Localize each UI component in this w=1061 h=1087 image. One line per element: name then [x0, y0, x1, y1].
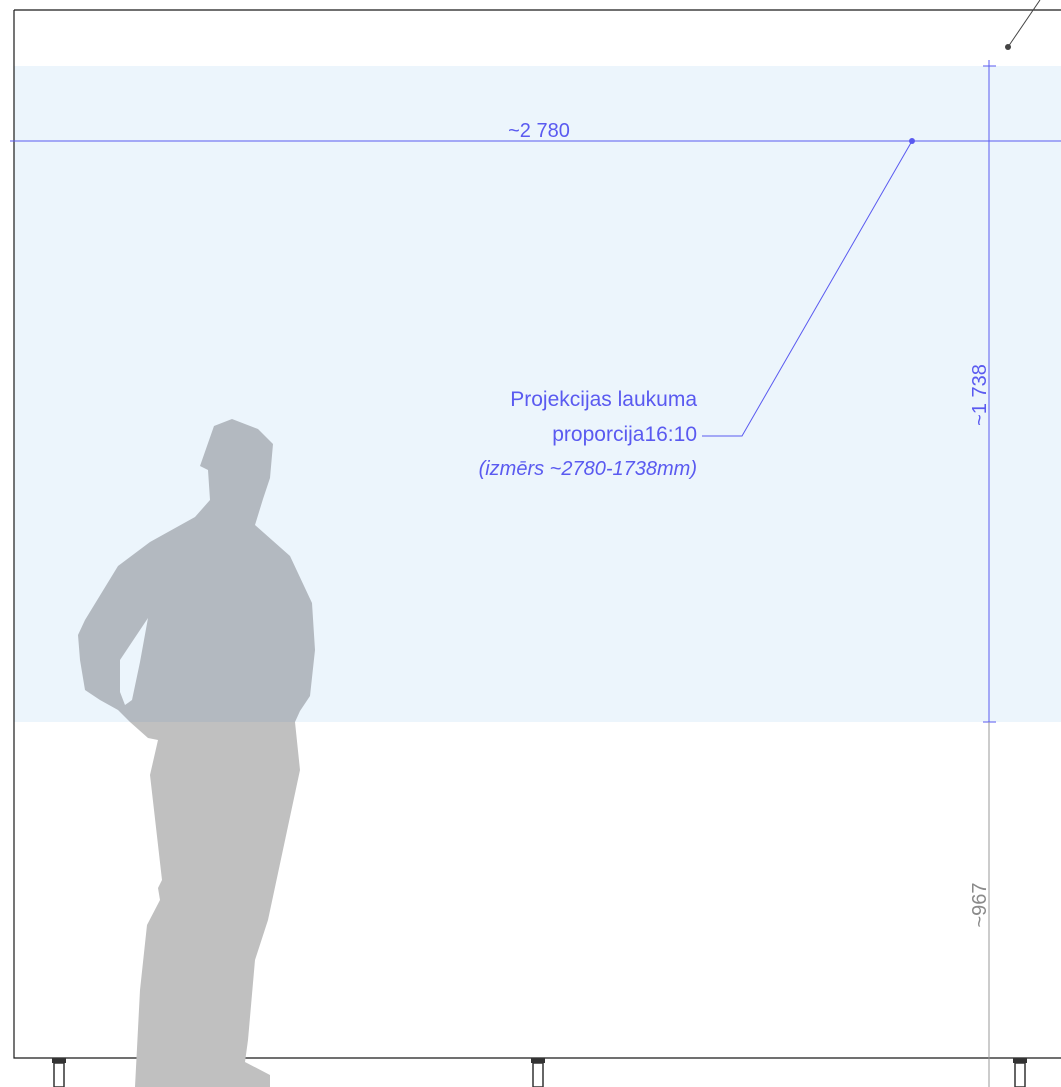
width-dimension-label: ~2 780: [508, 120, 570, 142]
callout-line-2: proporcija16:10: [552, 423, 697, 446]
top-leader-dot: [1005, 44, 1011, 50]
top-leader-line: [1007, 0, 1041, 48]
callout-leader-dot: [909, 138, 915, 144]
leg-icon-right: [1013, 1058, 1027, 1087]
height-dimension-label: ~1 738: [969, 364, 991, 426]
callout-line-1: Projekcijas laukuma: [510, 388, 697, 411]
human-silhouette: [78, 419, 315, 1087]
silhouette-upper: [78, 419, 315, 722]
callout-line-3: (izmērs ~2780-1738mm): [479, 458, 697, 480]
leg-icon-left: [52, 1058, 66, 1087]
silhouette-lower: [130, 722, 300, 1087]
callout-leader-line: [702, 140, 913, 437]
wall-frame: [13, 9, 1061, 1059]
gap-dimension-label: ~967: [969, 882, 991, 927]
leg-icon-center: [531, 1058, 545, 1087]
